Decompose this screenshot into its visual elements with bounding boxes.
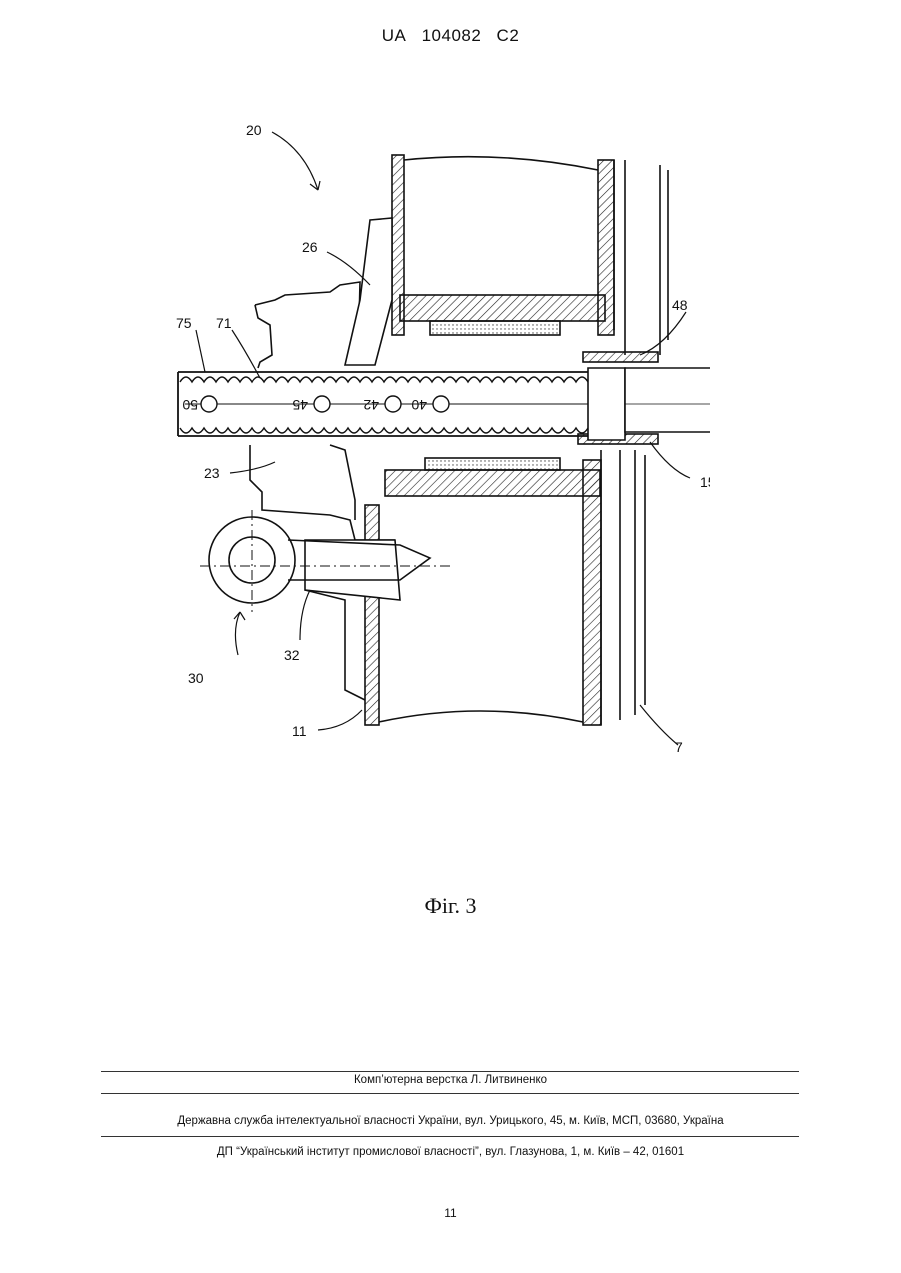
upper-break-line xyxy=(404,157,598,170)
figure-caption: Фіг. 3 xyxy=(0,893,901,919)
label-26: 26 xyxy=(302,239,318,255)
rod-hole-40 xyxy=(433,396,449,412)
rod-hole-42 xyxy=(385,396,401,412)
footer-institute: ДП “Український інститут промислової вла… xyxy=(0,1146,901,1158)
header-number: 104082 xyxy=(422,26,482,45)
upper-bushing xyxy=(430,321,560,335)
label-32: 32 xyxy=(284,647,300,663)
page-number: 11 xyxy=(0,1206,901,1220)
lower-bushing xyxy=(425,458,560,470)
label-15: 15 xyxy=(700,474,710,490)
wall-lower-left xyxy=(365,505,379,725)
threaded-rod xyxy=(178,372,620,436)
rod-mark-50: 50 xyxy=(182,397,198,413)
lower-break-line xyxy=(379,711,583,722)
label-75: 75 xyxy=(176,315,192,331)
footer-rule-3 xyxy=(101,1136,799,1137)
label-20: 20 xyxy=(246,122,262,138)
label-48: 48 xyxy=(672,297,688,313)
footer-rule-2 xyxy=(101,1093,799,1094)
footer-typesetter: Комп’ютерна верстка Л. Литвиненко xyxy=(0,1074,901,1086)
rod-hole-45 xyxy=(314,396,330,412)
label-30: 30 xyxy=(188,670,204,686)
footer-rule-top xyxy=(101,1071,799,1072)
footer-office: Державна служба інтелектуальної власност… xyxy=(0,1115,901,1127)
label-7: 7 xyxy=(675,739,683,755)
rod-mark-45: 45 xyxy=(292,397,308,413)
label-71: 71 xyxy=(216,315,232,331)
rod-mark-42: 42 xyxy=(363,397,379,413)
seal-48 xyxy=(583,352,658,362)
label-23: 23 xyxy=(204,465,220,481)
patent-header: UA 104082 C2 xyxy=(0,26,901,46)
patent-drawing: 20 26 75 71 48 2 23 15 30 32 11 7 50 45 … xyxy=(150,110,710,810)
wall-lower-right xyxy=(583,460,601,725)
drawing-svg: 20 26 75 71 48 2 23 15 30 32 11 7 50 45 … xyxy=(150,110,710,810)
header-kind: C2 xyxy=(497,26,520,45)
shaft xyxy=(588,368,710,440)
header-country: UA xyxy=(382,26,407,45)
label-11: 11 xyxy=(292,723,307,739)
lower-sleeve xyxy=(385,470,600,496)
upper-sleeve xyxy=(400,295,605,321)
rod-mark-40: 40 xyxy=(411,397,427,413)
rod-hole-50 xyxy=(201,396,217,412)
